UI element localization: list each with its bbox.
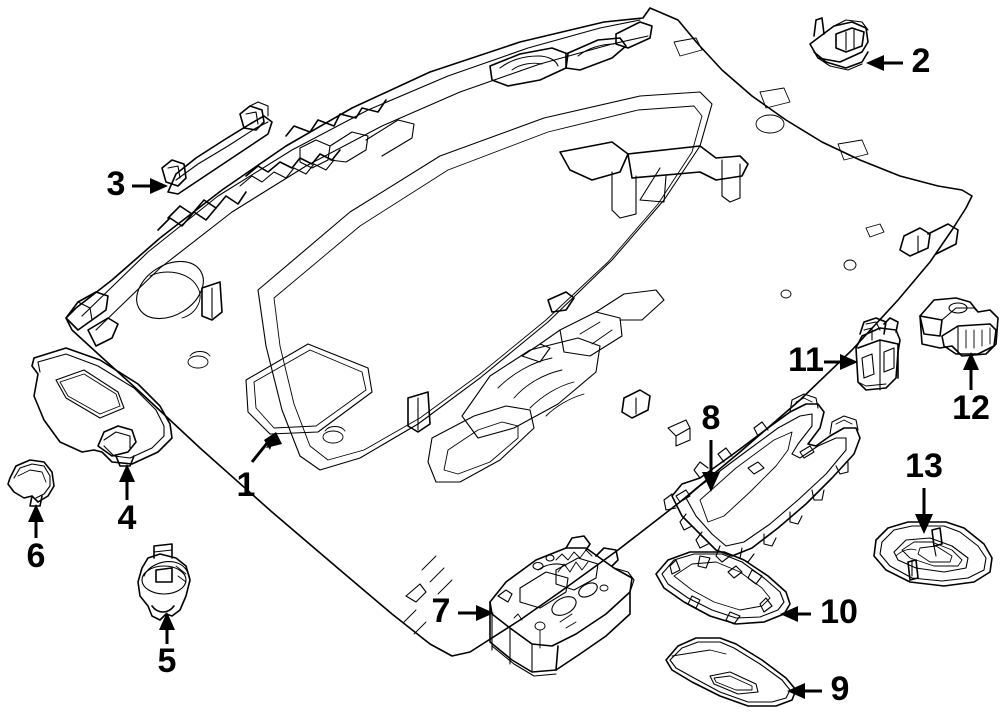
callout-8-number: 8 [702,399,721,437]
callout-7-number: 7 [432,592,451,630]
callout-6[interactable]: 6 [27,504,46,575]
callout-7[interactable]: 7 [432,592,494,630]
callout-2-number: 2 [912,42,931,80]
part-headliner-panel[interactable] [65,7,973,657]
part-roof-antenna-base[interactable] [809,17,869,71]
callout-3[interactable]: 3 [107,165,168,203]
callout-1-number: 1 [237,466,256,504]
callout-13-number: 13 [905,447,943,485]
part-sunroof-switch[interactable] [855,317,901,391]
callout-10[interactable]: 10 [780,593,858,631]
callout-9-number: 9 [831,670,850,708]
part-sun-visor[interactable] [31,347,173,467]
callout-5-number: 5 [158,642,177,680]
part-visor-support-clip[interactable] [7,459,55,507]
part-console-mounting-bracket[interactable] [663,393,861,563]
part-visor-pivot-bracket[interactable] [137,543,191,621]
callout-5[interactable]: 5 [158,612,177,680]
callout-11[interactable]: 11 [788,341,858,379]
callout-6-number: 6 [27,537,46,575]
callout-1[interactable]: 1 [237,432,282,504]
callout-8[interactable]: 8 [702,399,721,492]
callout-2[interactable]: 2 [866,42,930,80]
part-wire-harness-connector[interactable] [919,297,999,357]
callout-13[interactable]: 13 [905,447,943,534]
callout-9[interactable]: 9 [787,670,849,708]
part-assist-grip-handle[interactable] [161,101,273,195]
part-overhead-console-module[interactable] [489,535,635,677]
callout-12[interactable]: 12 [952,352,990,427]
part-map-lamp-assembly[interactable] [873,521,993,587]
callout-3-number: 3 [107,165,126,203]
callout-4-number: 4 [118,499,137,537]
callout-11-number: 11 [788,341,824,379]
callout-4[interactable]: 4 [118,464,137,537]
callout-10-number: 10 [820,593,858,631]
part-console-lower-cover[interactable] [665,637,797,707]
callout-12-number: 12 [952,389,990,427]
part-console-trim-bezel[interactable] [655,551,791,625]
